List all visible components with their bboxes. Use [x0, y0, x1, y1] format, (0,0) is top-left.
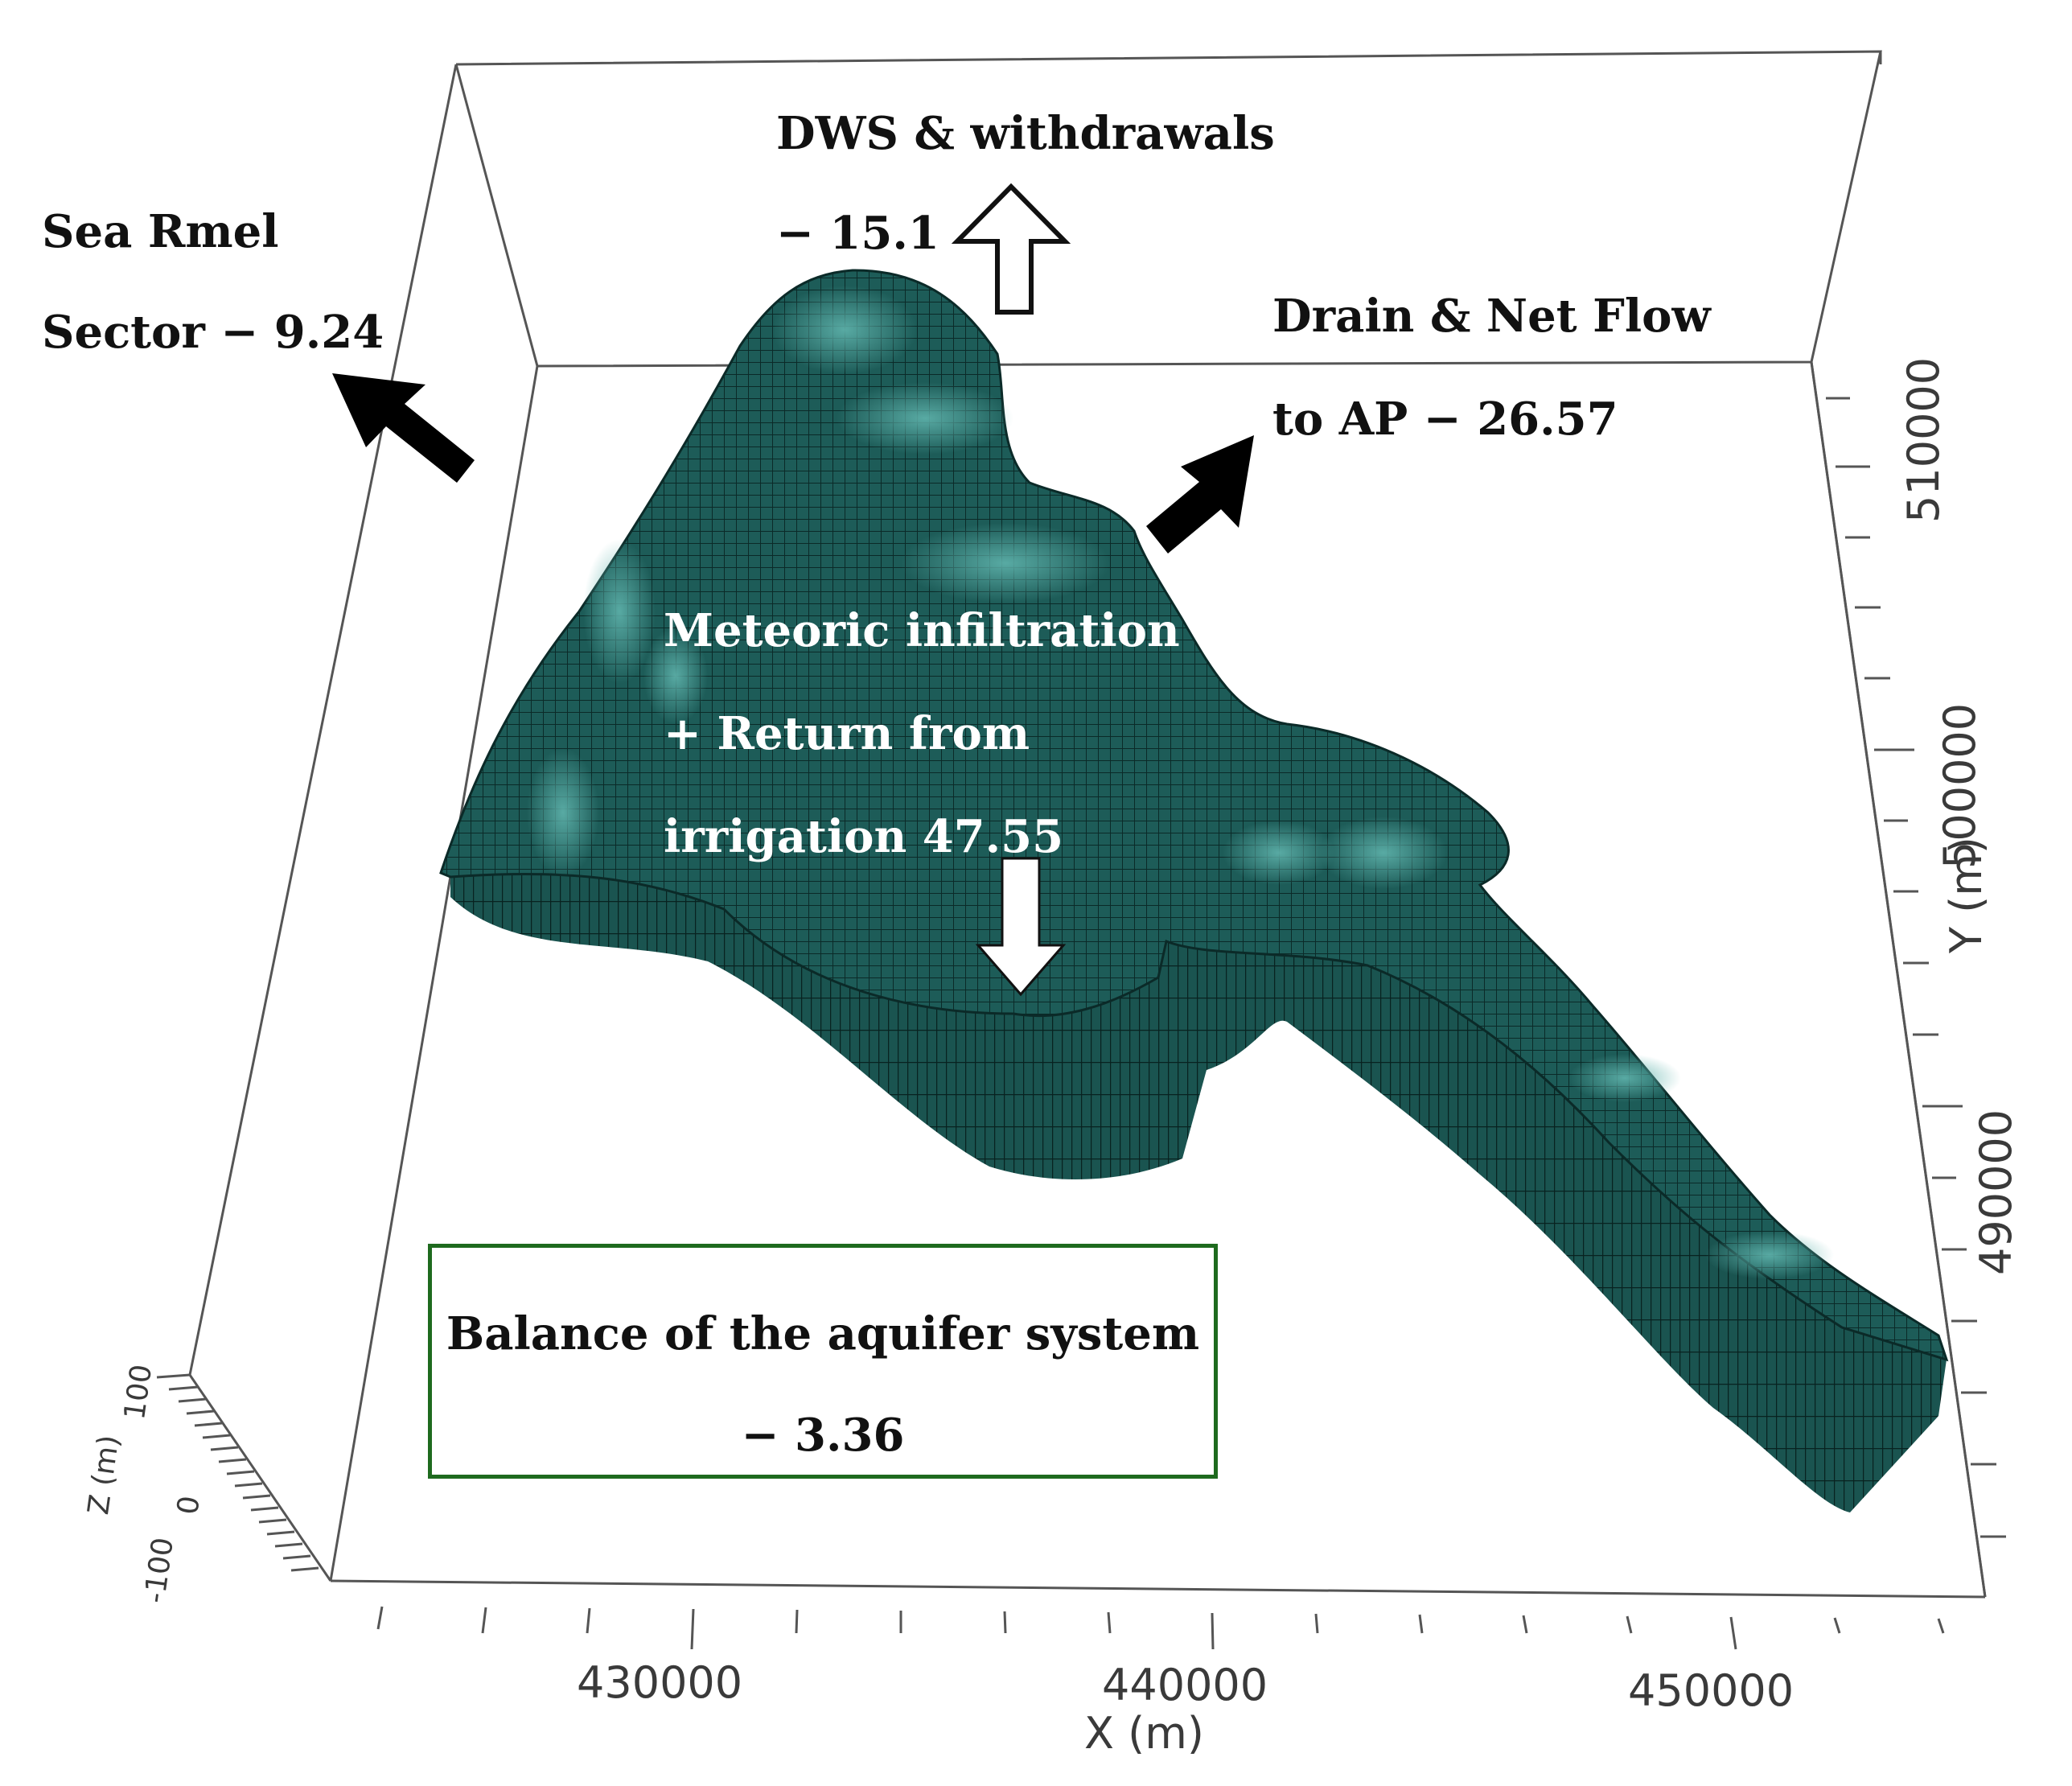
x-tick-label: 430000 [577, 1657, 743, 1708]
arrow-up-left-icon [332, 373, 475, 483]
y-tick-label: 490000 [1971, 1109, 2021, 1275]
arrow-up-right-icon [1146, 435, 1254, 553]
sea-value: Sector − 9.24 [42, 306, 384, 359]
x-tick-label: 450000 [1628, 1665, 1794, 1716]
x-tick-label: 440000 [1102, 1660, 1268, 1710]
z-tick-label: 0 [171, 1493, 207, 1517]
meteoric-line-3: irrigation 47.55 [664, 810, 1064, 863]
y-axis [1810, 361, 2006, 1598]
y-axis-label: Y (m) [1941, 837, 1992, 953]
dws-title: DWS & withdrawals [776, 107, 1275, 160]
dws-value: − 15.1 [776, 207, 939, 260]
balance-box: Balance of the aquifer system − 3.36 [428, 1244, 1218, 1479]
drain-value: to AP − 26.57 [1272, 393, 1618, 446]
hollow-arrow-up-icon [951, 183, 1071, 315]
aquifer-mesh-top [439, 269, 1949, 1362]
balance-title: Balance of the aquifer system [446, 1307, 1200, 1360]
drain-title: Drain & Net Flow [1272, 290, 1711, 343]
meteoric-line-2: + Return from [664, 707, 1030, 760]
z-axis [156, 1373, 319, 1572]
arrow-down-icon [975, 857, 1067, 997]
balance-value: − 3.36 [741, 1409, 905, 1462]
meteoric-line-1: Meteoric infiltration [664, 604, 1180, 657]
x-axis [376, 1606, 1945, 1650]
x-axis-label: X (m) [1084, 1708, 1204, 1759]
y-tick-label: 510000 [1898, 356, 1949, 523]
z-tick-label: 100 [118, 1362, 159, 1422]
sea-title: Sea Rmel [42, 205, 279, 258]
aquifer-mesh-side [450, 874, 1947, 1512]
